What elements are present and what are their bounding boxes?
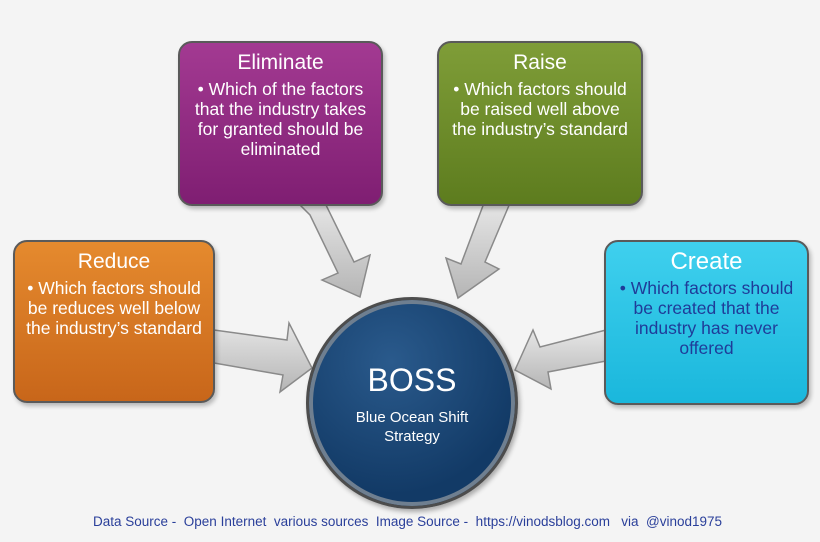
arrow-create-to-center <box>514 328 607 391</box>
raise-title: Raise <box>513 51 567 74</box>
reduce-description: • Which factors should be reduces well b… <box>26 278 202 338</box>
create-title: Create <box>670 248 743 275</box>
arrow-eliminate-to-center <box>296 202 372 299</box>
source-footer: Data Source - Open Internet various sour… <box>93 514 723 529</box>
arrow-reduce-to-center <box>213 320 313 394</box>
arrow-raise-to-center <box>444 202 512 300</box>
eliminate-description: • Which of the factors that the industry… <box>194 79 367 159</box>
reduce-title: Reduce <box>77 250 151 273</box>
create-box: Create • Which factors should be created… <box>604 240 809 405</box>
raise-box: Raise • Which factors should be raised w… <box>437 41 643 206</box>
boss-circle: BOSS Blue Ocean Shift Strategy <box>306 297 518 509</box>
create-description: • Which factors should be created that t… <box>619 278 794 358</box>
eliminate-box: Eliminate • Which of the factors that th… <box>178 41 383 206</box>
eliminate-title: Eliminate <box>237 51 324 74</box>
center-subtitle: Blue Ocean Shift Strategy <box>355 409 469 445</box>
center-title: BOSS <box>367 362 457 398</box>
raise-description: • Which factors should be raised well ab… <box>452 79 628 139</box>
reduce-box: Reduce • Which factors should be reduces… <box>13 240 215 403</box>
